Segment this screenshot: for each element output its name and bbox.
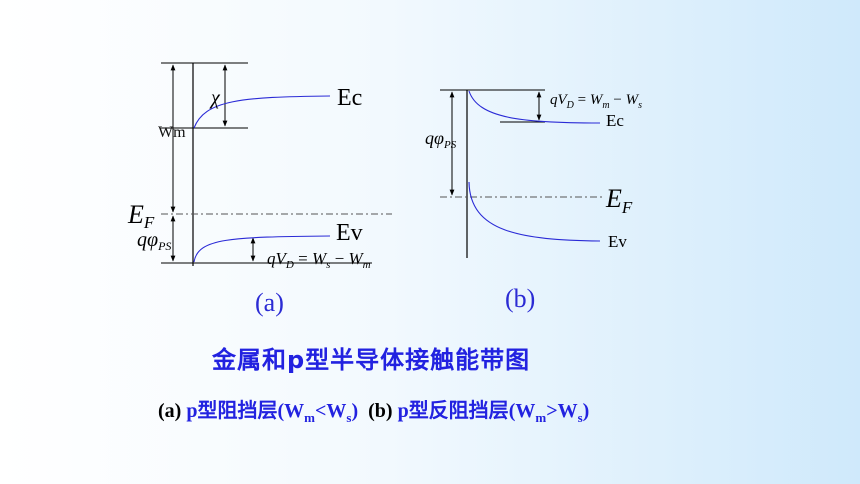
ev-label-a: Ev [336, 220, 363, 246]
caption-a-text: 型阻挡层 [197, 398, 278, 422]
panel-a: Ec Ev χ Wm EF qφPS qVD = Ws − Wm [127, 62, 392, 271]
panel-b-label: (b) [505, 284, 536, 313]
caption-a-cond-sub2: s [346, 410, 352, 425]
caption-a-cond-mid: <W [314, 400, 347, 422]
caption-a-tag: (a) [158, 400, 187, 422]
caption-a-cond-close: ) [351, 400, 359, 422]
caption-a-p: p [186, 400, 198, 422]
caption-a-cond-sub1: m [304, 410, 315, 425]
ef-label-b: EF [605, 184, 633, 217]
caption-b-cond-close: ) [582, 400, 590, 422]
figure-title: 金属和p型半导体接触能带图 [212, 346, 531, 374]
ev-curve-a [193, 235, 331, 263]
phi-ps-label-a: qφPS [137, 229, 171, 253]
vd-formula-b: qVD = Wm − Ws [550, 92, 642, 111]
ec-label-a: Ec [337, 85, 362, 111]
ev-curve-b [468, 181, 601, 242]
caption-a-cond-open: (W [277, 400, 305, 422]
wm-label: Wm [158, 124, 186, 141]
caption-b-cond-open: (W [508, 400, 536, 422]
chi-label: χ [209, 87, 221, 109]
panel-b: Ec Ev EF qφPS qVD = Wm − Ws [425, 89, 642, 258]
caption-b-text: 型反阻挡层 [408, 398, 509, 422]
caption-b-p: p [397, 400, 409, 422]
panel-a-label: (a) [255, 288, 284, 317]
figure-caption: (a) p型阻挡层(Wm<Ws) (b) p型反阻挡层(Wm>Ws) [158, 394, 589, 426]
caption-gap [358, 400, 368, 422]
caption-b-tag: (b) [368, 400, 398, 422]
caption-b-cond-mid: >W [546, 400, 578, 422]
caption-b-cond-sub1: m [535, 410, 547, 425]
vd-formula-a: qVD = Ws − Wm [267, 249, 371, 271]
phi-ps-label-b: qφPS [425, 128, 457, 151]
ec-curve-b [468, 90, 601, 124]
ec-label-b: Ec [606, 111, 624, 130]
caption-b-cond-sub2: s [577, 410, 583, 425]
ev-label-b: Ev [608, 232, 627, 251]
ef-label-a: EF [127, 200, 155, 232]
ec-curve-a [193, 95, 331, 129]
